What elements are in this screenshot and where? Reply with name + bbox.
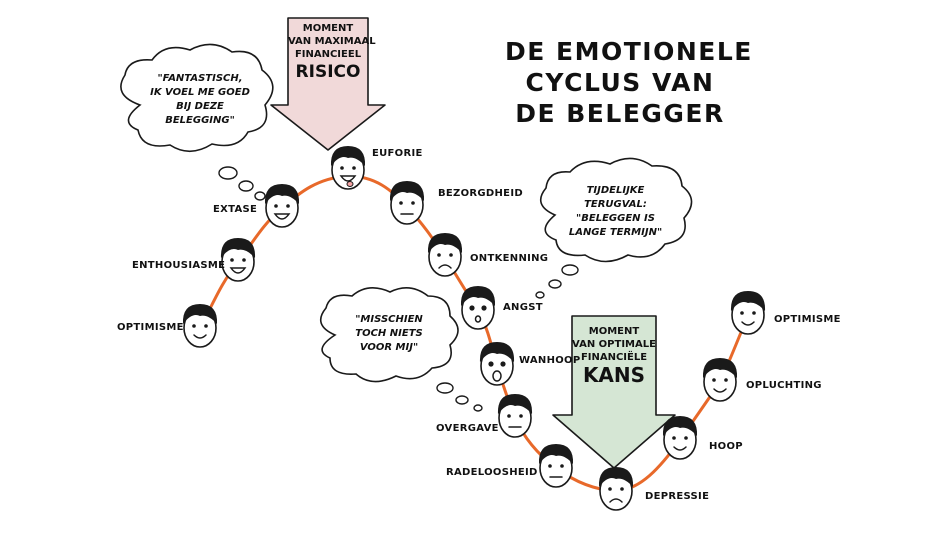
bubble-misschien: "MISSCHIEN TOCH NIETS VOOR MIJ" [328, 313, 450, 355]
stage-label-bezorgdheid: BEZORGDHEID [438, 188, 523, 199]
thought-bubble-icon [319, 287, 483, 412]
title-line-2: CYCLUS VAN [525, 68, 715, 97]
stage-label-overgave: OVERGAVE [436, 423, 499, 434]
face-icon [730, 291, 766, 335]
face-icon [330, 146, 366, 190]
face-icon [427, 233, 463, 277]
thought-bubble-icon [535, 157, 693, 299]
face-icon [662, 416, 698, 460]
face-icon [702, 358, 738, 402]
stage-label-opluchting: OPLUCHTING [746, 380, 822, 391]
risk-box-line-1: MOMENT [302, 23, 354, 34]
stage-label-euforie: EUFORIE [372, 148, 423, 159]
stage-label-enthousiasme: ENTHOUSIASME [132, 260, 226, 271]
diagram-title: DE EMOTIONELE CYCLUS VAN DE BELEGGER [505, 36, 753, 129]
bubble-fantastisch-line-3: BIJ DEZE [176, 101, 224, 112]
face-icon [220, 238, 256, 282]
stage-label-angst: ANGST [503, 302, 543, 313]
bubble-terugval-line-2: TERUGVAL: [584, 199, 647, 210]
risk-box: MOMENT VAN MAXIMAAL FINANCIEEL RISICO [288, 22, 376, 83]
chance-box-line-3: FINANCIËLE [580, 352, 648, 363]
risk-box-line-2: VAN MAXIMAAL [288, 36, 376, 47]
face-icon [182, 304, 218, 348]
chance-box-line-1: MOMENT [588, 326, 640, 337]
bubble-misschien-line-1: "MISSCHIEN [355, 314, 423, 325]
chance-down-arrow-icon [552, 315, 676, 469]
risk-box-line-4: RISICO [295, 62, 361, 82]
bubble-misschien-line-3: VOOR MIJ" [359, 342, 419, 353]
bubble-terugval: TIJDELIJKE TERUGVAL: "BELEGGEN IS LANGE … [548, 184, 683, 240]
bubble-misschien-line-2: TOCH NIETS [355, 328, 423, 339]
stage-label-ontkenning: ONTKENNING [470, 253, 549, 264]
bubble-fantastisch: "FANTASTISCH, IK VOEL ME GOED BIJ DEZE B… [135, 72, 265, 128]
bubble-terugval-line-3: "BELEGGEN IS [576, 213, 655, 224]
stage-label-hoop: HOOP [709, 441, 743, 452]
face-icon [460, 286, 496, 330]
face-icon [497, 394, 533, 438]
chance-box-line-4: KANS [582, 363, 646, 387]
stage-label-depressie: DEPRESSIE [645, 491, 710, 502]
title-line-1: DE EMOTIONELE [505, 37, 753, 66]
face-icon [479, 342, 515, 386]
risk-box-line-3: FINANCIEEL [294, 49, 362, 60]
title-line-3: DE BELEGGER [515, 99, 725, 128]
thought-bubble-icon [120, 43, 274, 201]
bubble-fantastisch-line-2: IK VOEL ME GOED [150, 87, 250, 98]
chance-box: MOMENT VAN OPTIMALE FINANCIËLE KANS [572, 325, 656, 386]
stage-label-radeloosheid: RADELOOSHEID [446, 467, 538, 478]
stage-label-optimisme-end: OPTIMISME [774, 314, 841, 325]
bubble-terugval-line-1: TIJDELIJKE [586, 185, 645, 196]
stage-label-extase: EXTASE [213, 204, 258, 215]
risk-down-arrow-icon [270, 17, 386, 151]
stage-label-optimisme-start: OPTIMISME [117, 322, 184, 333]
bubble-fantastisch-line-1: "FANTASTISCH, [157, 73, 243, 84]
face-icon [598, 467, 634, 511]
bubble-fantastisch-line-4: BELEGGING" [165, 115, 235, 126]
chance-box-line-2: VAN OPTIMALE [572, 339, 656, 350]
face-icon [389, 181, 425, 225]
face-icon [538, 444, 574, 488]
bubble-terugval-line-4: LANGE TERMIJN" [568, 227, 663, 238]
stage-label-wanhoop: WANHOOP [519, 355, 581, 366]
face-icon [264, 184, 300, 228]
